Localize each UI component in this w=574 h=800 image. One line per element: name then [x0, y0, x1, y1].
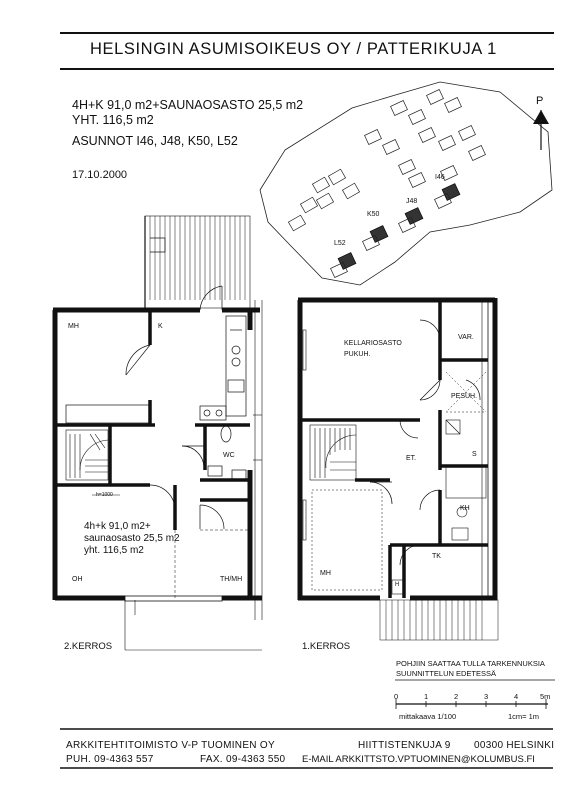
- room-label-oh: OH: [72, 576, 83, 583]
- floor1-label: 1.KERROS: [302, 641, 351, 652]
- header-bottom-rule: [60, 68, 554, 70]
- site-plan: [259, 81, 553, 286]
- scale-tick-5: 5m: [540, 692, 551, 701]
- balcony-railing: [149, 216, 246, 300]
- area-line-2: saunaosasto 25,5 m2: [84, 533, 180, 544]
- office-name: ARKKITEHTITOIMISTO V-P TUOMINEN OY: [66, 740, 275, 751]
- area-line-3: yht. 116,5 m2: [84, 545, 144, 556]
- room-label-pesuh: PESUH.: [451, 393, 478, 400]
- scale-bar: [395, 679, 555, 709]
- office-address: HIITTISTENKUJA 9: [358, 740, 451, 751]
- room-label-kh: KH: [460, 505, 470, 512]
- floor2-label: 2.KERROS: [64, 641, 113, 652]
- header-top-rule: [60, 32, 554, 34]
- floor1-plan: [297, 297, 499, 641]
- floor2-stairs: [65, 429, 109, 481]
- office-email: E-MAIL ARKKITTSTO.VPTUOMINEN@KOLUMBUS.FI: [302, 754, 535, 765]
- scale-tick-1: 1: [424, 692, 429, 701]
- room-label-pukuh: PUKUH.: [344, 351, 371, 358]
- room-label-var: VAR.: [458, 334, 474, 341]
- floor1-stairs: [309, 424, 357, 481]
- area-summary-line: 4H+K 91,0 m2+SAUNAOSASTO 25,5 m2: [72, 98, 304, 112]
- room-label-mh-f1: MH: [320, 570, 331, 577]
- area-line-1: 4h+k 91,0 m2+: [84, 521, 151, 532]
- apartments-line: ASUNNOT I46, J48, K50, L52: [72, 134, 238, 148]
- page-title: HELSINGIN ASUMISOIKEUS OY / PATTERIKUJA …: [90, 40, 497, 58]
- floor2-plan: [52, 215, 263, 651]
- scale-tick-2: 2: [454, 692, 459, 701]
- note-line-1: POHJIIN SAATTAA TULLA TARKENNUKSIA: [396, 659, 545, 668]
- room-label-tk: TK: [432, 553, 441, 560]
- north-label: P: [536, 95, 544, 107]
- scale-ratio: 1cm= 1m: [508, 712, 540, 721]
- room-label-k: K: [158, 323, 163, 330]
- room-label-wc: WC: [223, 452, 235, 459]
- site-unit-i46: I46: [435, 174, 445, 181]
- scale-tick-0: 0: [394, 692, 399, 701]
- drawing-date: 17.10.2000: [72, 169, 128, 181]
- office-postal: 00300 HELSINKI: [474, 740, 555, 751]
- entrance-steps: [379, 599, 499, 641]
- room-label-thmh: TH/MH: [220, 576, 243, 583]
- scale-tick-4: 4: [514, 692, 519, 701]
- scale-label: mittakaava 1/100: [399, 712, 457, 721]
- north-arrow-icon: [533, 110, 549, 150]
- height-note: h=1000: [96, 492, 113, 498]
- office-fax: FAX. 09-4363 550: [200, 754, 286, 765]
- area-total-line: YHT. 116,5 m2: [72, 113, 154, 127]
- room-label-s: S: [472, 451, 477, 458]
- room-label-h: H: [395, 582, 400, 588]
- note-line-2: SUUNNITTELUN EDETESSÄ: [396, 669, 497, 678]
- scale-tick-3: 3: [484, 692, 489, 701]
- site-unit-l52: L52: [334, 240, 346, 247]
- site-unit-k50: K50: [367, 211, 380, 218]
- room-label-kellari: KELLARIOSASTO: [344, 340, 402, 347]
- room-label-et: ET.: [406, 455, 417, 462]
- site-unit-j48: J48: [406, 198, 418, 205]
- office-phone: PUH. 09-4363 557: [66, 754, 154, 765]
- room-label-mh: MH: [68, 323, 79, 330]
